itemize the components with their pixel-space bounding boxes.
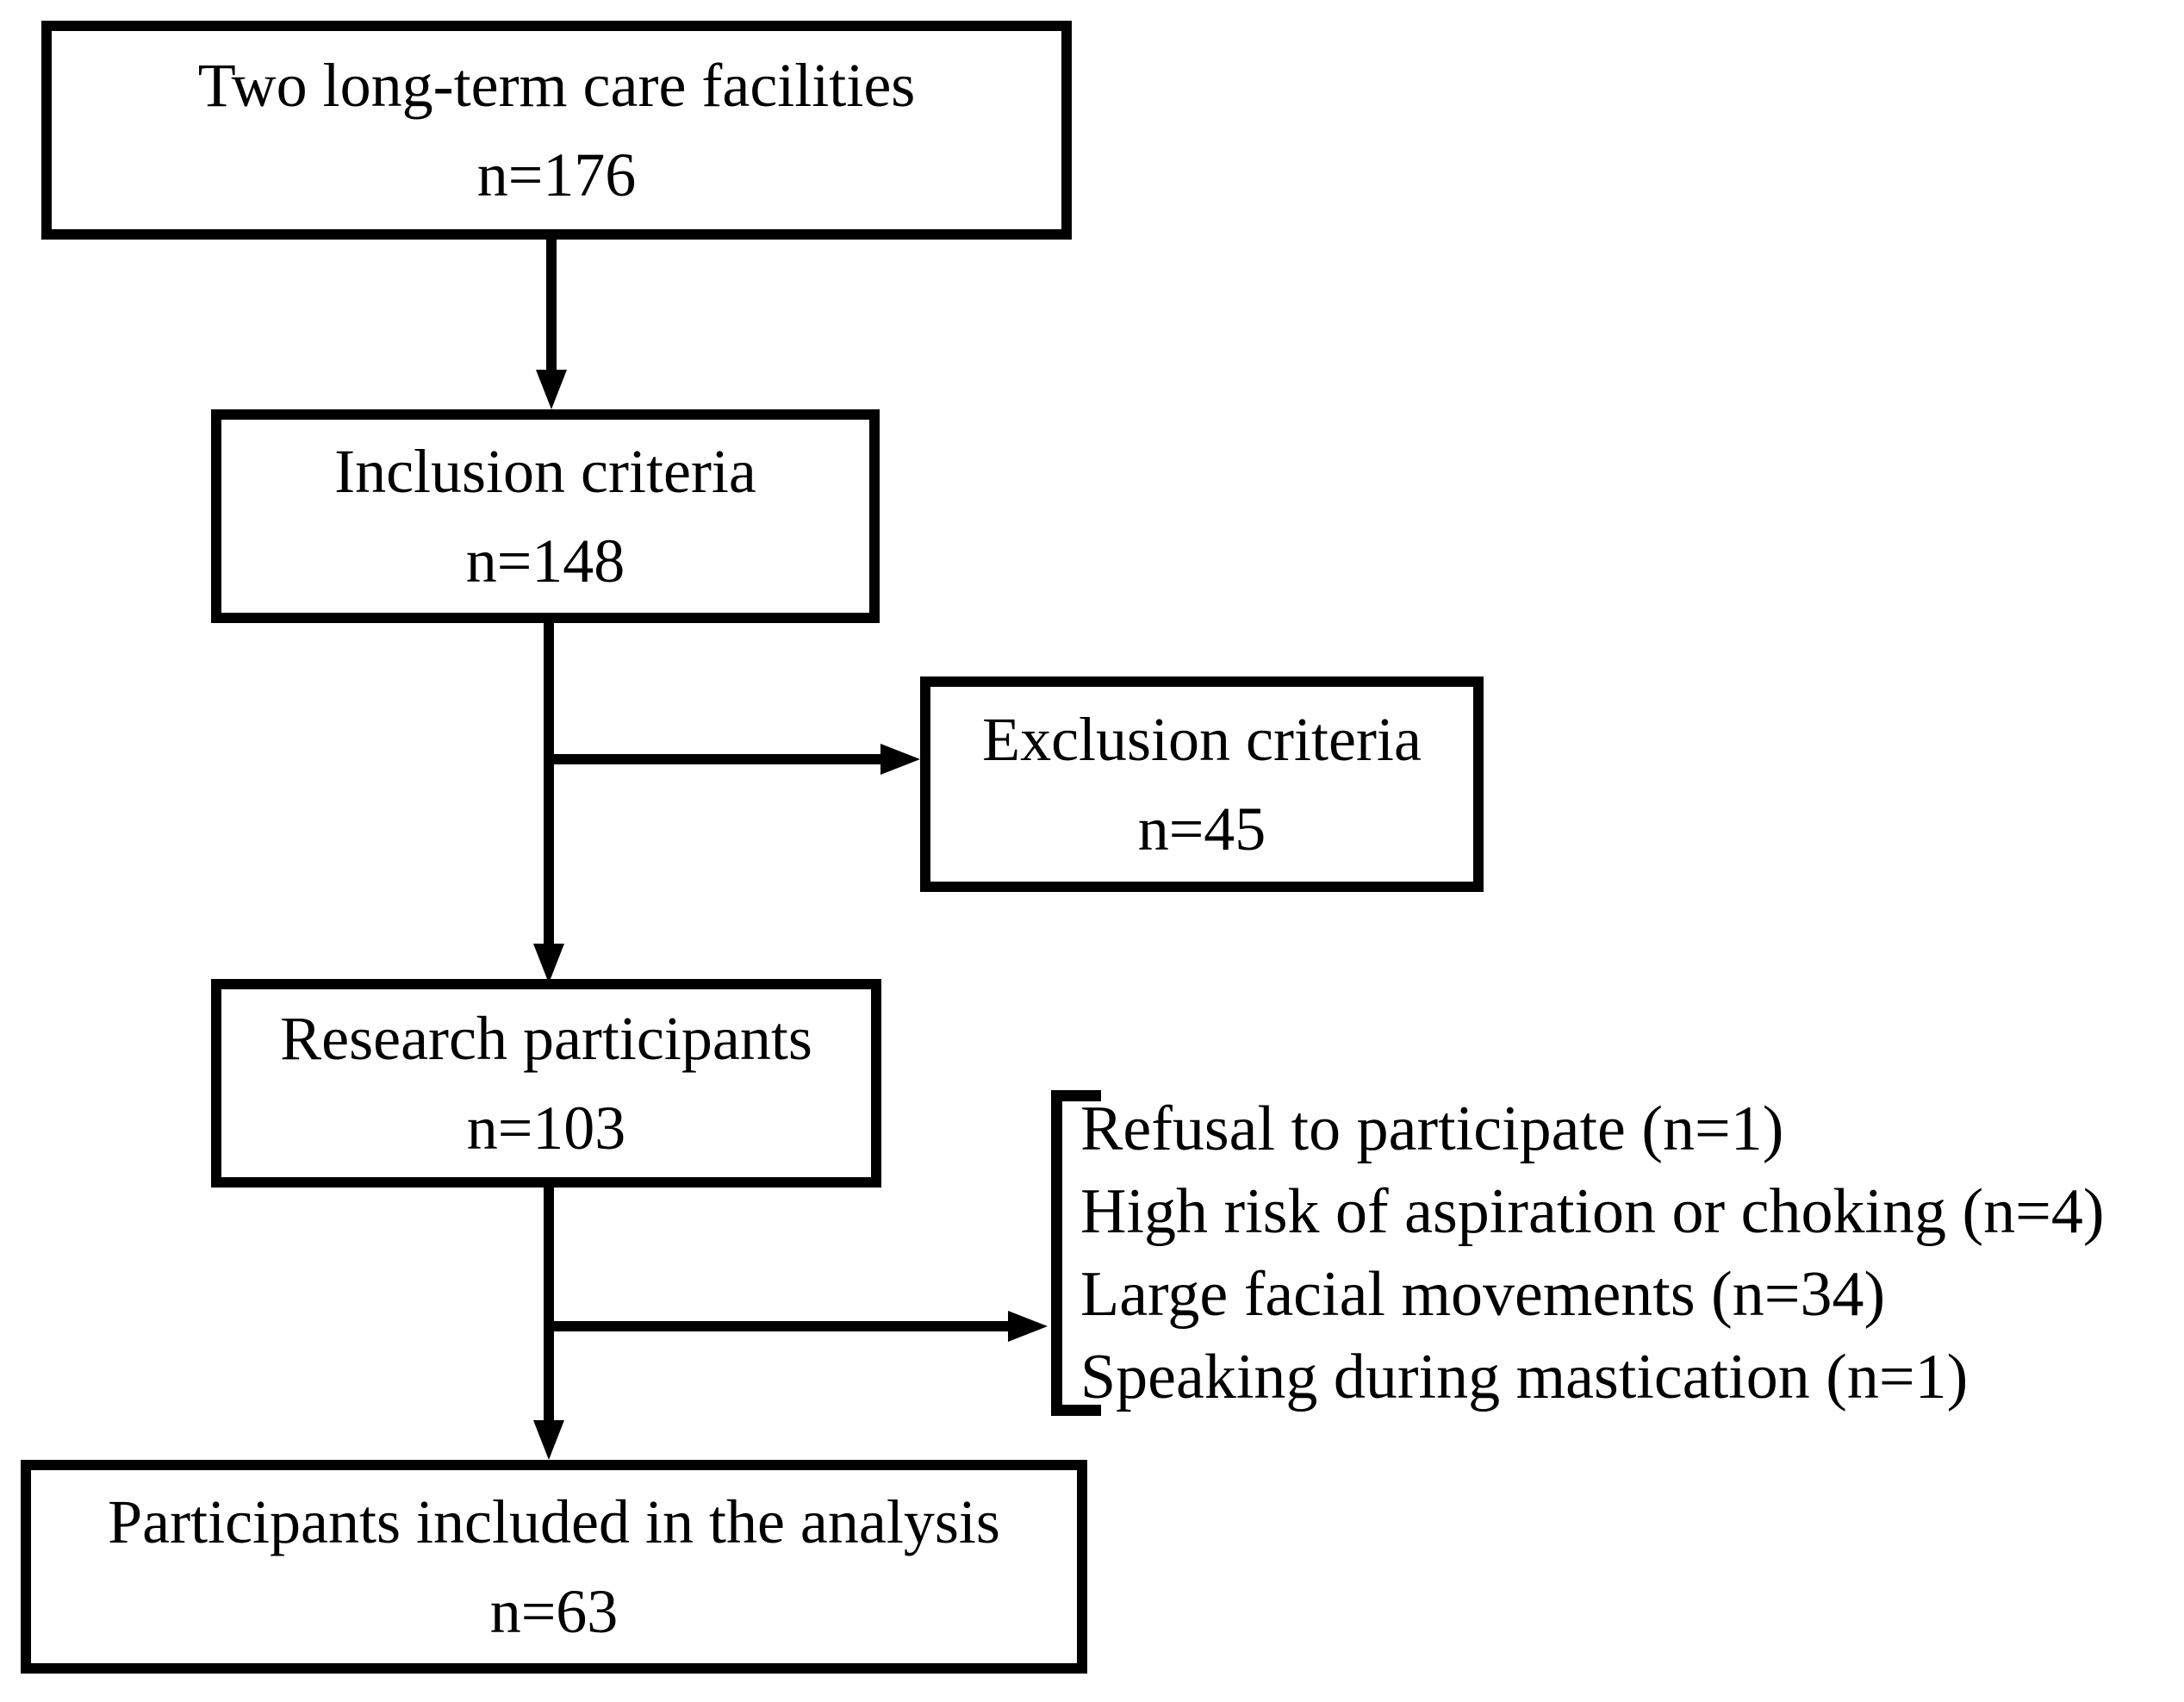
box-participants-count: n=103	[466, 1094, 626, 1163]
branch-to-exclusion	[544, 754, 880, 764]
connector-participants-to-analysis	[544, 1188, 554, 1420]
box-exclusion-count: n=45	[1137, 795, 1266, 863]
box-included-in-analysis: Participants included in the analysis n=…	[21, 1460, 1087, 1674]
box-analysis-count: n=63	[489, 1577, 619, 1646]
exclusion-reason-item: High risk of aspiration or choking (n=4)	[1080, 1176, 2105, 1247]
arrowhead-down-icon	[533, 1420, 564, 1460]
arrowhead-right-icon	[880, 744, 920, 775]
box-research-participants: Research participants n=103	[211, 979, 881, 1188]
arrowhead-down-icon	[536, 370, 567, 409]
arrowhead-right-icon	[1008, 1311, 1048, 1342]
exclusion-reasons-list: Refusal to participate (n=1) High risk o…	[1080, 1088, 2105, 1418]
exclusion-reason-item: Speaking during mastication (n=1)	[1080, 1342, 1969, 1412]
box-facilities-label: Two long-term care facilities	[197, 51, 916, 120]
connector-facilities-to-inclusion	[546, 240, 557, 371]
box-facilities-count: n=176	[476, 140, 637, 209]
box-analysis-label: Participants included in the analysis	[108, 1487, 1000, 1556]
branch-to-exclusion-reasons	[544, 1321, 1008, 1331]
box-inclusion-count: n=148	[465, 527, 625, 595]
box-facilities: Two long-term care facilities n=176	[41, 21, 1072, 240]
arrowhead-down-icon	[533, 944, 564, 983]
box-participants-label: Research participants	[280, 1004, 812, 1073]
connector-inclusion-to-participants	[544, 623, 554, 944]
box-inclusion-label: Inclusion criteria	[334, 437, 756, 506]
box-exclusion-criteria: Exclusion criteria n=45	[920, 676, 1484, 892]
exclusion-reason-item: Refusal to participate (n=1)	[1080, 1094, 1784, 1164]
left-bracket-icon	[1051, 1090, 1101, 1416]
exclusion-reason-item: Large facial movements (n=34)	[1080, 1259, 1886, 1330]
box-inclusion-criteria: Inclusion criteria n=148	[211, 409, 880, 623]
box-exclusion-label: Exclusion criteria	[982, 705, 1422, 774]
